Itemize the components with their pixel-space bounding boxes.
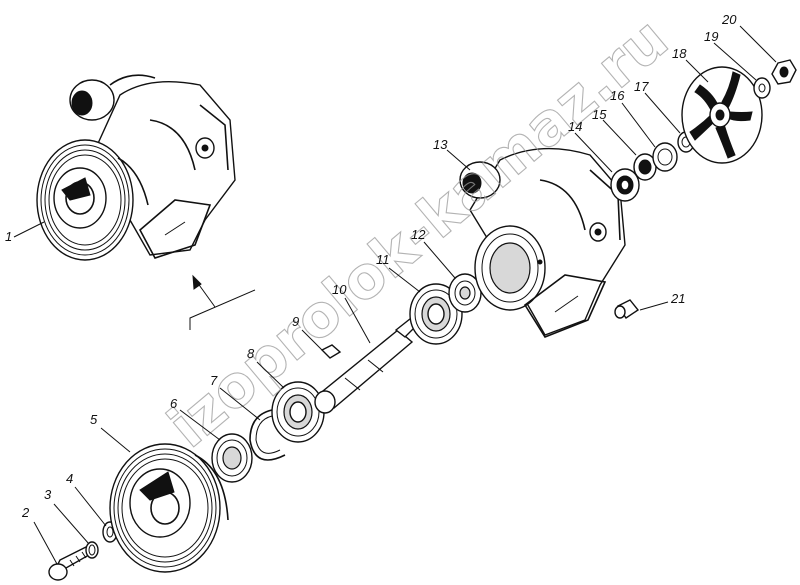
callout-12: 12 [411, 227, 426, 242]
seal-part [211, 433, 253, 483]
callout-numbers: 1 2 3 4 5 6 7 8 9 10 11 12 13 14 15 16 1… [5, 12, 737, 520]
callout-16: 16 [610, 88, 625, 103]
face-seal-part [610, 168, 640, 202]
front-bearing-part [271, 381, 325, 443]
lock-washer-part [85, 541, 99, 559]
key-part [320, 344, 342, 359]
callout-13: 13 [433, 137, 448, 152]
washer-part [753, 77, 771, 99]
drain-plug-part [614, 299, 640, 319]
callout-15: 15 [592, 107, 607, 122]
leader-lines [13, 25, 777, 565]
pump-housing-part [459, 147, 626, 338]
callout-2: 2 [21, 505, 30, 520]
impeller-part [681, 66, 763, 164]
assembly-arrow [189, 274, 256, 330]
callout-1: 1 [5, 229, 12, 244]
spacer-ring-part [448, 273, 482, 313]
callout-21: 21 [670, 291, 685, 306]
callout-20: 20 [721, 12, 737, 27]
callout-5: 5 [90, 412, 98, 427]
callout-19: 19 [704, 29, 718, 44]
assembled-pump-drawing [36, 74, 236, 261]
callout-10: 10 [332, 282, 347, 297]
callout-4: 4 [66, 471, 73, 486]
rear-bearing-part [409, 283, 463, 345]
callout-6: 6 [170, 396, 178, 411]
callout-8: 8 [247, 346, 255, 361]
callout-3: 3 [44, 487, 52, 502]
callout-14: 14 [568, 119, 582, 134]
callout-18: 18 [672, 46, 687, 61]
callout-17: 17 [634, 79, 649, 94]
callout-11: 11 [376, 252, 390, 267]
nut-part [771, 59, 797, 85]
seal-ring-part [633, 153, 657, 181]
callout-9: 9 [292, 314, 299, 329]
callout-7: 7 [210, 373, 218, 388]
thrust-ring-part [652, 142, 678, 172]
pulley-part [109, 443, 229, 573]
